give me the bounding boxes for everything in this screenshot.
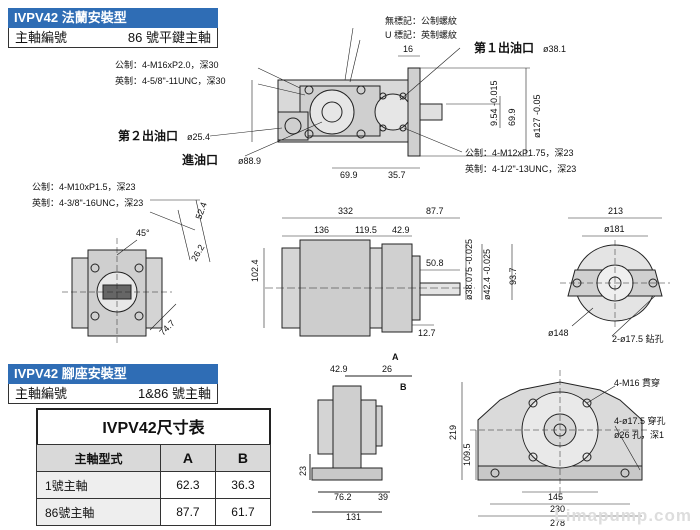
cell-a: 87.7: [159, 498, 216, 526]
outlet2-diameter: ø25.4: [187, 132, 210, 142]
row-shaft-1: 1號主軸: [36, 471, 161, 499]
dim-127: ø127 -0.05: [532, 94, 542, 138]
top-view-dim-lines: [209, 27, 530, 169]
u-mark-note: U 標記：英制螺紋: [385, 29, 457, 40]
dim-42-9: 42.9: [392, 225, 410, 235]
dim-93-7: 93.7: [508, 267, 518, 285]
dim-52-4: 52.4: [193, 201, 208, 221]
foot-side-view: [309, 375, 412, 513]
inlet-diameter: ø88.9: [238, 156, 261, 166]
foot-thread-note: 4-M16 貫穿: [614, 377, 660, 388]
cell-b: 61.7: [214, 498, 272, 526]
inlet-label: 進油口: [182, 152, 218, 167]
top-view-pump: [277, 67, 443, 157]
header-shaft-type: 主軸型式: [36, 444, 161, 472]
mid-left-dim-lines: [116, 199, 211, 331]
dim-key-9-54: 9.54 -0.015: [489, 80, 499, 126]
foot-dim-145: 145: [548, 492, 563, 502]
foot-counterbore-note: ø26 孔，深1: [614, 430, 664, 440]
cell-b: 36.3: [214, 471, 272, 499]
foot-mount-header: IVPV42 腳座安裝型 主軸編號 1&86 號主軸: [8, 364, 218, 404]
mid-left-end-view: [62, 238, 172, 346]
dim-102-4: 102.4: [250, 259, 260, 282]
dim-b: B: [400, 382, 407, 392]
dim-69-9-vertical: 69.9: [507, 108, 517, 126]
top-right-metric-note: 公制：4-M12xP1.75，深23: [465, 147, 574, 158]
foot-front-dim-lines: [461, 382, 642, 517]
dim-213: 213: [608, 206, 623, 216]
outlet2-label: 第２出油口: [118, 128, 178, 143]
mounting-holes-note: 2-ø17.5 鉆孔: [612, 333, 664, 344]
foot-dim-278: 278: [550, 518, 565, 528]
side-view-pump: [265, 239, 475, 337]
dim-12-7: 12.7: [418, 328, 436, 338]
mid-left-inch-note: 英制：4-3/8"-16UNC，深23: [32, 197, 143, 208]
foot-shaft-label: 主軸編號: [15, 386, 68, 401]
dim-148: ø148: [548, 328, 569, 338]
dim-35-7: 35.7: [388, 170, 406, 180]
top-right-inch-note: 英制：4-1/2"-13UNC，深23: [465, 163, 576, 174]
row-shaft-86: 86號主軸: [36, 498, 161, 526]
mid-left-metric-note: 公制：4-M10xP1.5，深23: [32, 181, 136, 192]
cell-a: 62.3: [159, 471, 216, 499]
header-a: A: [159, 444, 216, 472]
front-view-dim-lines: [568, 217, 662, 337]
dim-26-2: 26.2: [189, 243, 206, 263]
outlet1-label: 第１出油口: [474, 40, 534, 55]
front-view-flange: [560, 240, 670, 330]
foot-mount-title: IVPV42 腳座安裝型: [8, 364, 218, 384]
foot-dim-109-5: 109.5: [462, 443, 472, 466]
header-b: B: [214, 444, 272, 472]
table-row: 1號主軸 62.3 36.3: [36, 471, 272, 499]
dim-69-9: 69.9: [340, 170, 358, 180]
foot-dim-219: 219: [448, 425, 458, 440]
flange-shaft-value: 86 號平鍵主軸: [127, 30, 211, 45]
dimension-table-header: 主軸型式 A B: [36, 444, 272, 472]
dim-332: 332: [338, 206, 353, 216]
flange-mount-title: IVPV42 法蘭安裝型: [8, 8, 218, 28]
dim-119-5: 119.5: [355, 225, 377, 235]
dim-45-deg: 45°: [136, 228, 150, 238]
foot-dim-76-2: 76.2: [334, 492, 352, 502]
dimension-table-caption: IVPV42尺寸表: [36, 408, 271, 444]
flange-shaft-row: 主軸編號 86 號平鍵主軸: [8, 28, 218, 48]
foot-dim-42-9: 42.9: [330, 364, 348, 374]
foot-front-view: [470, 370, 650, 500]
dim-50-8: 50.8: [426, 258, 444, 268]
dim-16: 16: [403, 44, 413, 54]
foot-hole-note: 4-ø17.5 穿孔: [614, 415, 666, 426]
foot-dim-23: 23: [298, 466, 308, 476]
top-left-metric-note: 公制：4-M16xP2.0，深30: [115, 59, 219, 70]
foot-dim-39: 39: [378, 492, 388, 502]
flange-mount-header: IVPV42 法蘭安裝型 主軸編號 86 號平鍵主軸: [8, 8, 218, 48]
dim-87-7: 87.7: [426, 206, 444, 216]
foot-shaft-row: 主軸編號 1&86 號主軸: [8, 384, 218, 404]
side-view-dim-lines: [263, 217, 513, 328]
flange-shaft-label: 主軸編號: [15, 30, 68, 45]
dim-136: 136: [314, 225, 329, 235]
foot-dim-230: 230: [550, 504, 565, 514]
foot-dim-26: 26: [382, 364, 392, 374]
watermark: Limapump.com: [554, 506, 692, 525]
dim-42-4: ø42.4 -0.025: [482, 249, 492, 300]
dim-181: ø181: [604, 224, 625, 234]
table-row: 86號主軸 87.7 61.7: [36, 498, 272, 526]
foot-shaft-value: 1&86 號主軸: [138, 386, 211, 401]
outlet1-diameter: ø38.1: [543, 44, 566, 54]
dim-a: A: [392, 352, 399, 362]
dim-38-075: ø38.075 -0.025: [464, 239, 474, 300]
dimension-table: IVPV42尺寸表 主軸型式 A B 1號主軸 62.3 36.3 86號主軸 …: [36, 408, 272, 526]
top-left-inch-note: 英制：4-5/8"-11UNC，深30: [115, 75, 226, 86]
no-mark-note: 無標記：公制螺紋: [385, 15, 457, 26]
foot-dim-131: 131: [346, 512, 361, 522]
